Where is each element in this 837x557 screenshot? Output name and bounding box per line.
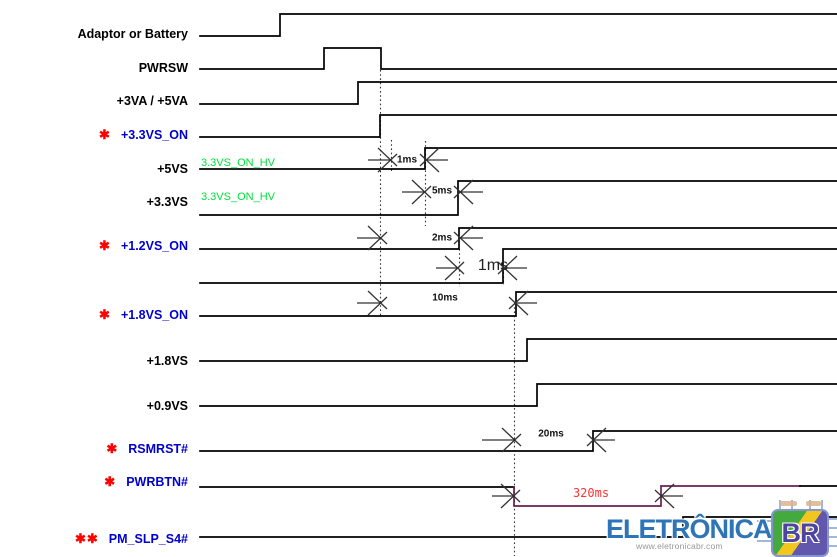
required-asterisk: ✱ [99,127,111,142]
waveform-pwrbtn-low-pulse [513,485,801,507]
signal-name: +3.3VS_ON [120,128,188,142]
waveform-+3VA / +5VA [199,81,837,105]
signal-name: +1.2VS_ON [120,239,188,253]
timing-value-label: 320ms [572,486,610,500]
signal-name: Adaptor or Battery [77,27,188,41]
signal-label--1-2vs-on: ✱ +1.2VS_ON [99,238,188,254]
timing-value-label: 5ms [431,185,453,197]
waveform-+5VS [199,147,837,170]
waveform-+0.9VS [199,383,837,407]
required-asterisk: ✱ [106,441,119,456]
timing-arrow-right [357,225,388,251]
signal-name: +1.8VS [146,354,188,368]
waveform-RSMRST# [199,430,837,452]
signal-label--0-9vs: +0.9VS [147,398,188,414]
timing-arrow-right [436,255,465,281]
waveform-unlabeled [199,248,837,284]
timing-value-label: 20ms [538,428,564,440]
overlay-label-3-3vs-on-hv: 3.3VS_ON_HV [201,191,275,203]
signal-label--3va-5va: +3VA / +5VA [117,93,188,109]
signal-label--1-8vs: +1.8VS [147,353,188,369]
required-asterisk: ✱ [99,238,111,253]
signal-name: +0.9VS [146,399,188,413]
timing-value-label: 1ms [396,154,418,166]
signal-label--3-3vs: +3.3VS [147,194,188,210]
timing-value-label: 2ms [431,232,453,244]
timing-arrow-left [419,147,448,173]
waveform-+1.8VS [199,338,837,362]
timing-arrow-left [508,290,537,316]
timing-arrow-right [482,427,522,453]
signal-label--1-8vs-on: ✱ +1.8VS_ON [99,307,188,323]
waveform-+1.2VS_ON [199,227,837,250]
timing-arrow-left [497,255,527,281]
signal-name: RSMRST# [128,442,188,456]
signal-label-pwrbtn-: ✱ PWRBTN# [104,474,188,490]
timing-arrow-right [357,290,388,316]
required-asterisk: ✱✱ [74,531,99,546]
signal-name: PM_SLP_S4# [108,532,188,546]
overlay-label-3-3vs-on-hv: 3.3VS_ON_HV [201,157,275,169]
timing-arrow-left [654,483,683,509]
signal-name: +3VA / +5VA [116,94,188,108]
signal-name: PWRBTN# [126,475,188,489]
required-asterisk: ✱ [99,307,111,322]
waveform-+3.3VS [199,180,837,216]
timing-value-label: 1ms [477,257,509,274]
signal-label--5vs: +5VS [157,161,188,177]
signal-name: PWRSW [138,61,188,75]
signal-label-rsmrst-: ✱ RSMRST# [106,441,188,457]
signal-label-adaptor-or-battery: Adaptor or Battery [78,26,188,42]
signal-name: +1.8VS_ON [120,308,188,322]
signal-label-pm-slp-s4-: ✱✱ PM_SLP_S4# [75,531,188,547]
timing-arrow-right [402,179,432,205]
waveform-+3.3VS_ON [199,114,837,138]
waveform-+1.8VS_ON [199,291,837,317]
signal-name: +5VS [157,162,188,176]
required-asterisk: ✱ [104,474,117,489]
timing-arrow-left [586,427,615,453]
timing-arrow-left [453,225,483,251]
timing-value-label: 10ms [432,292,458,304]
signal-label--3-3vs-on: ✱ +3.3VS_ON [99,127,188,143]
signal-name: +3.3VS [146,195,188,209]
waveform-Adaptor or Battery [199,13,837,37]
timing-arrow-right [492,483,521,509]
waveform-PWRSW [199,47,837,70]
signal-label-pwrsw: PWRSW [139,60,188,76]
timing-arrow-left [453,179,483,205]
timing-arrow-right [368,147,398,173]
waveform-PM_SLP_S4# [199,516,837,538]
